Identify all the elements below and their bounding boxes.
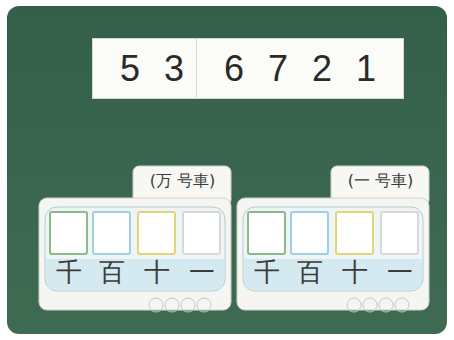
car-wheel xyxy=(149,298,163,312)
car-stripe xyxy=(46,259,224,290)
place-label: 百 xyxy=(297,259,323,285)
car-heading: (万 号車) xyxy=(150,171,216,192)
digit-slot xyxy=(93,212,130,254)
digit-slot xyxy=(381,212,418,254)
car-wheel xyxy=(181,298,195,312)
place-label: 百 xyxy=(99,259,125,285)
car-window-panel xyxy=(243,207,423,291)
place-label: 一 xyxy=(387,259,413,285)
place-label: 千 xyxy=(56,259,82,285)
digit-text: 53 xyxy=(96,48,208,90)
car-stripe xyxy=(244,259,422,290)
digit-text: 6721 xyxy=(200,48,400,90)
digit-slot xyxy=(336,212,373,254)
board-surface xyxy=(7,6,447,334)
place-label: 十 xyxy=(342,259,368,285)
place-label: 千 xyxy=(254,259,280,285)
digit-slot xyxy=(138,212,175,254)
number-card: 53 xyxy=(92,38,212,99)
car-wheel xyxy=(363,298,377,312)
car-body xyxy=(237,198,429,310)
car-wheel xyxy=(379,298,393,312)
place-label: 十 xyxy=(144,259,170,285)
car-wheel xyxy=(395,298,409,312)
train-car: (万 号車) xyxy=(38,165,232,320)
train-car: (一 号車) xyxy=(236,165,430,320)
car-wheel xyxy=(347,298,361,312)
car-wheel xyxy=(197,298,211,312)
place-label: 一 xyxy=(189,259,215,285)
number-card: 6721 xyxy=(196,38,404,99)
car-body xyxy=(39,198,231,310)
digit-slot xyxy=(291,212,328,254)
car-heading: (一 号車) xyxy=(348,171,414,192)
car-wheel xyxy=(165,298,179,312)
digit-slot xyxy=(248,212,285,254)
digit-slot xyxy=(50,212,87,254)
digit-slot xyxy=(183,212,220,254)
car-window-panel xyxy=(45,207,225,291)
